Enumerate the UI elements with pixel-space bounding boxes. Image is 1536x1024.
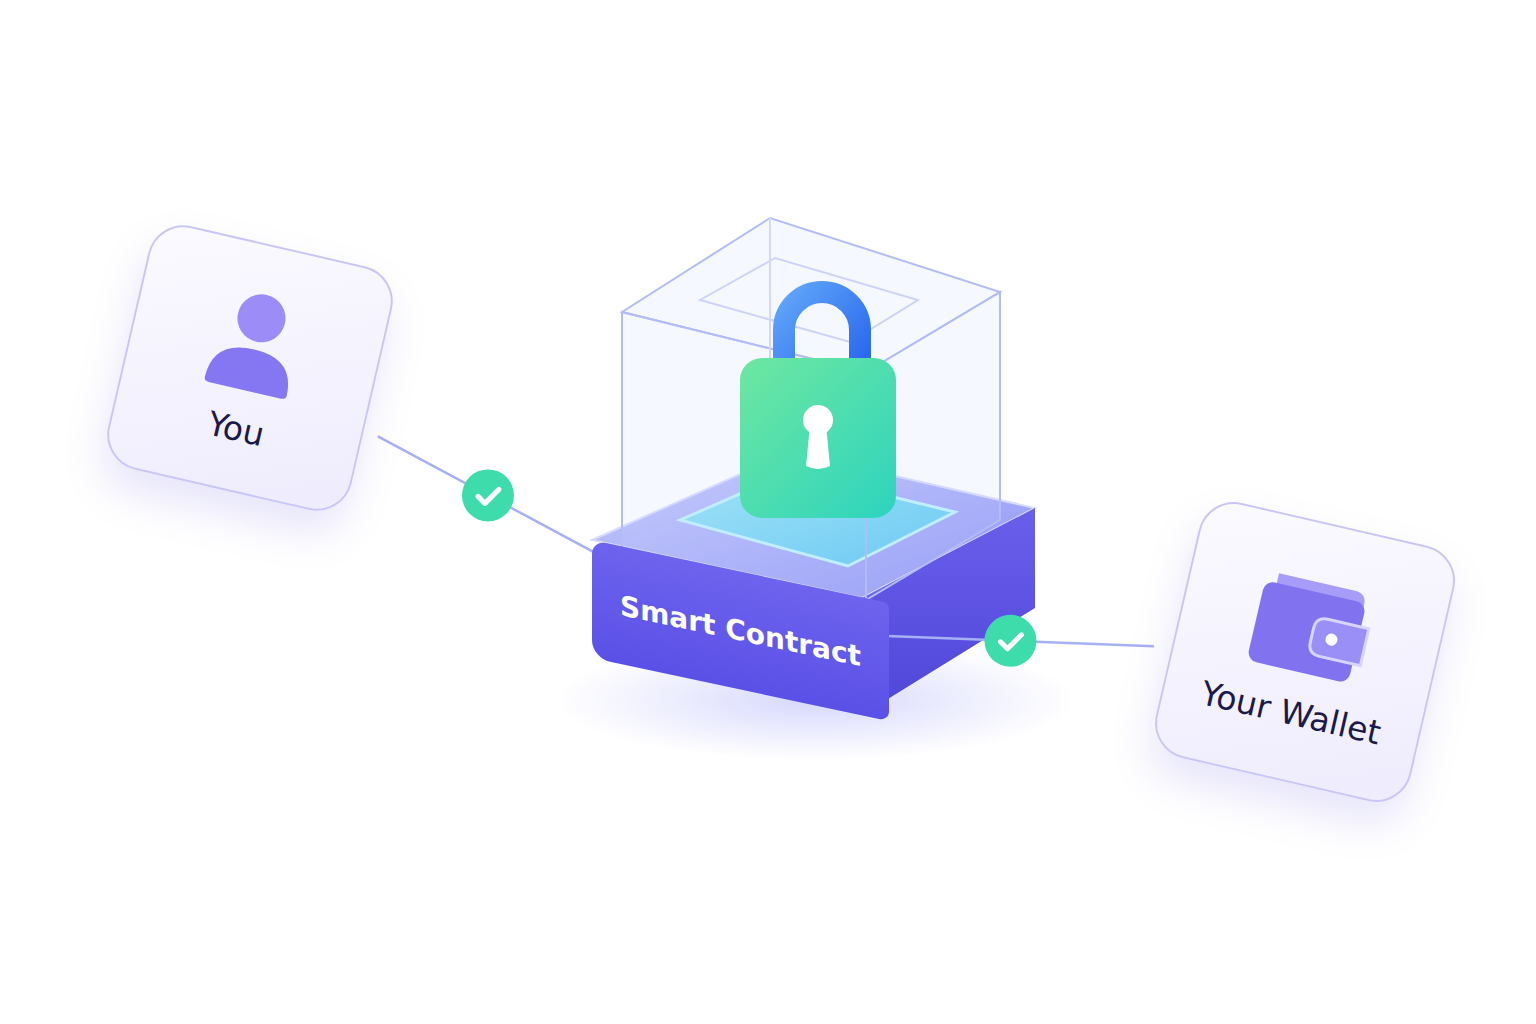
contract-base: Smart Contract: [592, 540, 889, 721]
keyhole-slot: [806, 425, 830, 469]
check-mark: [478, 489, 499, 503]
check-badge: [984, 615, 1036, 667]
check-circle: [984, 615, 1036, 667]
check-badge: [462, 469, 514, 521]
person-icon: [195, 277, 317, 407]
card-label: You: [204, 403, 268, 454]
check-circle: [462, 469, 514, 521]
card-label: Your Wallet: [1197, 673, 1384, 752]
flow-connector: [378, 436, 598, 554]
wallet-card: Your Wallet: [1148, 495, 1462, 809]
user-card: You: [100, 218, 400, 518]
wallet-icon: [1235, 558, 1386, 694]
check-mark: [1000, 635, 1021, 649]
lock-body: [740, 358, 896, 518]
glass-cube: [622, 218, 1000, 600]
contract-label: Smart Contract: [620, 588, 861, 672]
